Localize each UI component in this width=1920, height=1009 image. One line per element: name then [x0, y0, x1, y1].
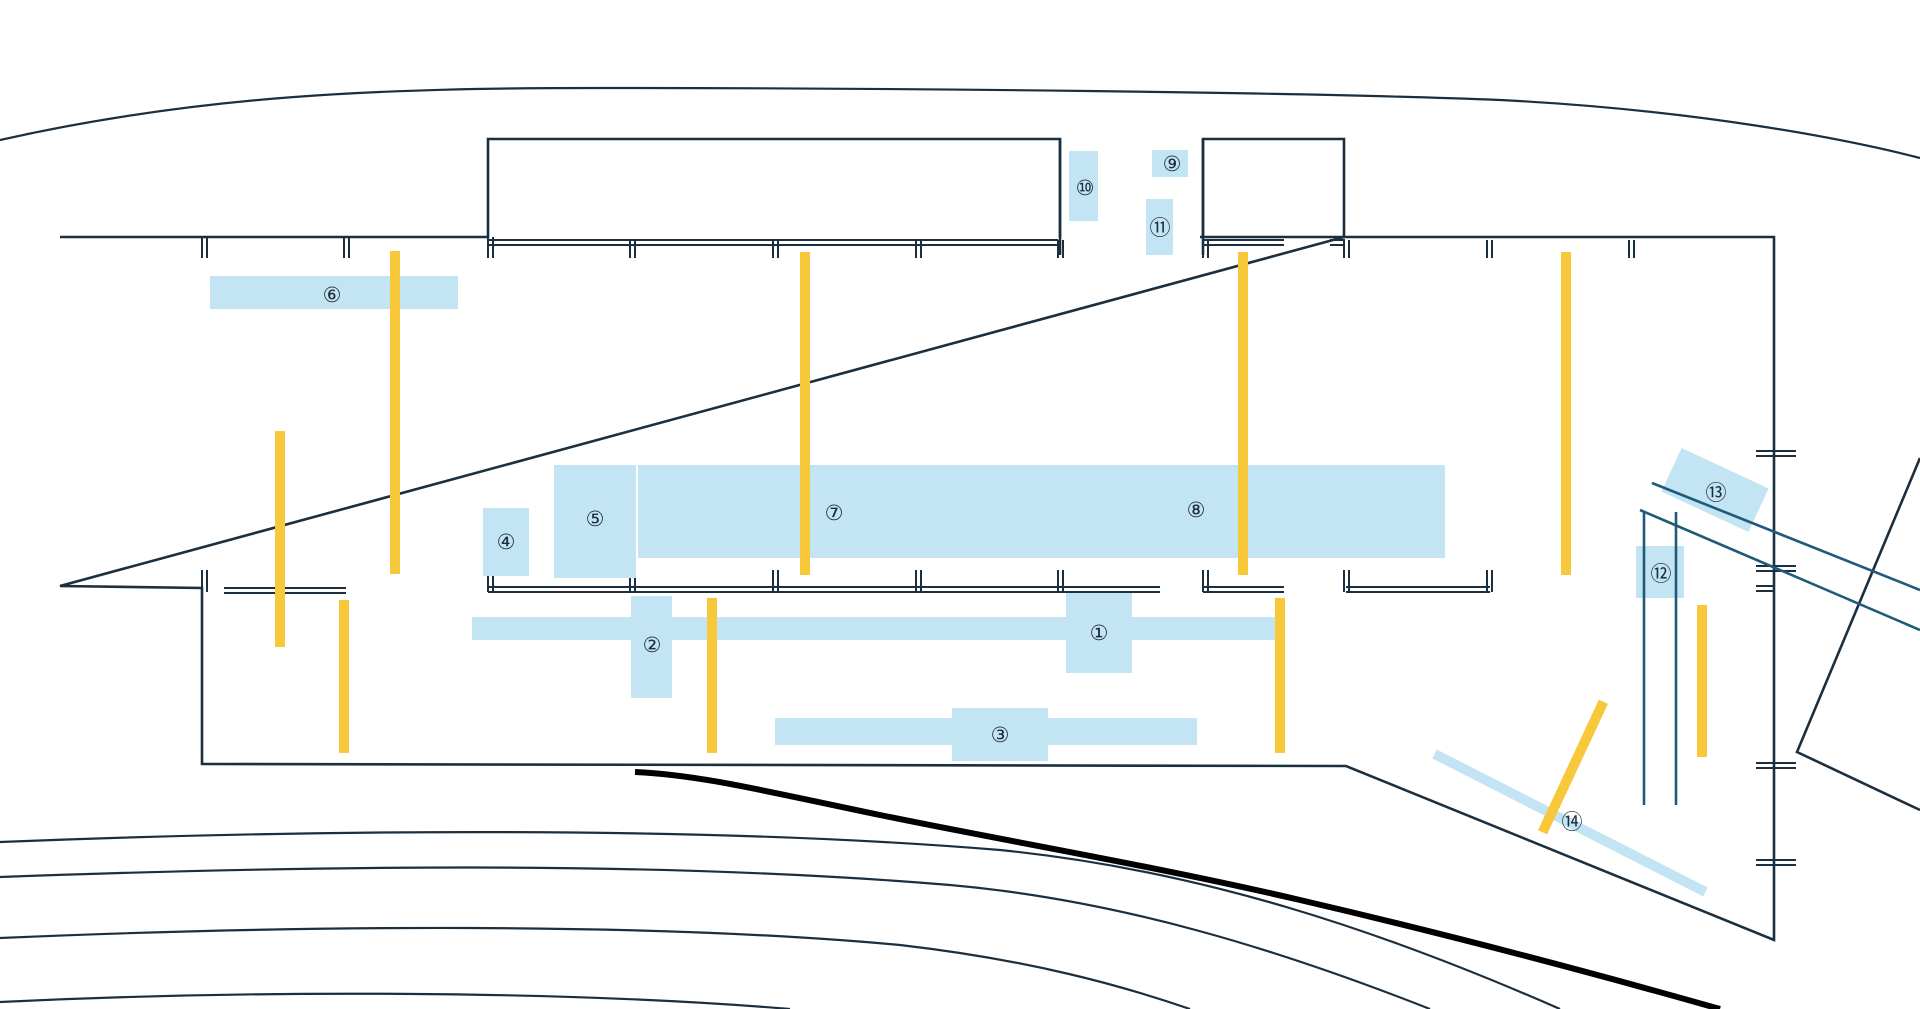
- zone-label-6: ⑥: [323, 283, 342, 307]
- track-line-1: [1639, 508, 1920, 632]
- zone-label-10: ⑩: [1076, 176, 1095, 200]
- zone-11-area: [1146, 199, 1173, 255]
- zone-label-8: ⑧: [1187, 498, 1206, 522]
- zone-label-3: ③: [991, 723, 1010, 747]
- bottom-site-curve-3: [0, 926, 1191, 1009]
- zone-label-13: ⑬: [1706, 481, 1727, 505]
- post: [390, 251, 400, 574]
- zone-label-7: ⑦: [825, 501, 844, 525]
- post: [339, 600, 349, 753]
- heavy-rail-line: [634, 769, 1721, 1009]
- zone-2-area: [631, 596, 672, 698]
- bottom-site-curve-4: [0, 992, 791, 1009]
- zone-9-area: [1152, 150, 1188, 177]
- zone-labels: ① ② ③ ④ ⑤ ⑥ ⑦ ⑧ ⑨ ⑩ ⑪ ⑫ ⑬ ⑭: [323, 152, 1727, 834]
- zone-7-8-area: [638, 465, 1445, 558]
- partition-ticks: [201, 237, 1635, 592]
- zone-10-area: [1069, 151, 1098, 221]
- post: [1238, 252, 1248, 575]
- zone-6-area: [210, 276, 458, 309]
- zone-3-area: [952, 708, 1048, 761]
- bottom-site-curve-1: [0, 831, 1561, 1009]
- zone-label-4: ④: [497, 530, 516, 554]
- zone-label-9: ⑨: [1163, 152, 1182, 176]
- post: [1697, 605, 1707, 757]
- post: [1275, 598, 1285, 753]
- zone-5-area: [554, 465, 636, 578]
- top-site-curve: [0, 86, 1920, 160]
- right-wall-ticks: [1756, 450, 1796, 866]
- zone-4-area: [483, 508, 529, 576]
- post: [1561, 252, 1571, 575]
- track-line-2: [1651, 481, 1920, 592]
- tracks: [1639, 481, 1920, 805]
- zone-label-14: ⑭: [1562, 810, 1583, 834]
- post: [1538, 699, 1608, 835]
- zone-label-1: ①: [1090, 621, 1109, 645]
- zone-label-2: ②: [643, 633, 662, 657]
- zone-long-strip: [472, 617, 1279, 640]
- zone-14-strip: [1432, 749, 1708, 897]
- site-curves: [0, 86, 1920, 1009]
- zone-1-area: [1066, 593, 1132, 673]
- post: [800, 252, 810, 575]
- bottom-site-curve-2: [0, 866, 1431, 1009]
- zone-13-area: [1661, 447, 1769, 533]
- zones: [210, 150, 1769, 897]
- building-outline: [59, 137, 1920, 942]
- post: [275, 431, 285, 647]
- right-building-edge: [1795, 457, 1920, 812]
- zone-label-5: ⑤: [586, 507, 605, 531]
- partition-mid-row: [224, 586, 1490, 594]
- yellow-posts: [275, 251, 1707, 835]
- post: [707, 598, 717, 753]
- zone-label-12: ⑫: [1651, 562, 1672, 586]
- zone-label-11: ⑪: [1150, 216, 1171, 240]
